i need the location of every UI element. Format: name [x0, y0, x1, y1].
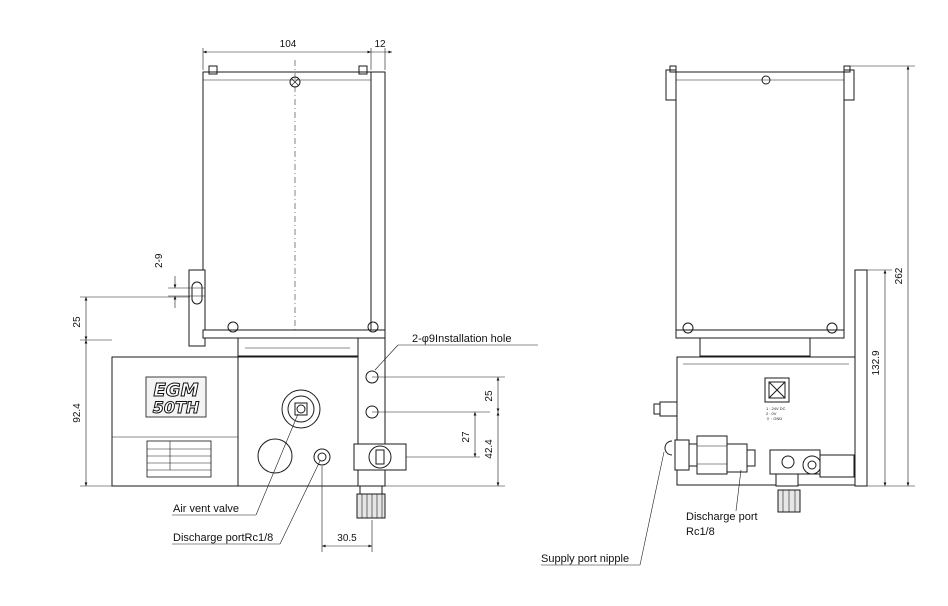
front-top-bolt-right [358, 65, 368, 75]
side-callouts: Discharge port Rc1/8 Supply port nipple [541, 451, 758, 566]
terminal-label-3: ⏚ : GND [766, 415, 782, 421]
dim-104: 104 [280, 39, 297, 50]
side-bracket [854, 269, 868, 487]
dim-25-left: 25 [72, 316, 83, 328]
terminal-label-1: 1 : 24V DC [766, 406, 786, 411]
product-logo: EGM 50TH [145, 376, 207, 418]
front-motor-boss [257, 438, 293, 474]
front-callouts: 2-φ9Installation hole Air vent valve Dis… [172, 333, 538, 545]
front-side-fitting [353, 443, 407, 471]
front-base-bolt-left [227, 321, 239, 333]
callout-supply-port-nipple: Supply port nipple [541, 553, 629, 565]
supply-port-nipple [664, 440, 673, 456]
svg-text:50TH: 50TH [153, 398, 200, 417]
front-bracket-upper [370, 71, 386, 335]
terminal-label-2: 2 : 0V [766, 411, 777, 416]
dim-262: 262 [894, 267, 905, 284]
nameplate [146, 440, 212, 478]
terminal-box: 1 : 24V DC 2 : 0V ⏚ : GND [764, 377, 790, 421]
front-bottom-nut [356, 493, 386, 519]
side-view: 1 : 24V DC 2 : 0V ⏚ : GND [653, 65, 868, 513]
callout-discharge-port-right-2: Rc1/8 [686, 526, 715, 538]
side-dimensions: 262 132.9 [850, 65, 915, 487]
side-reservoir [675, 71, 845, 335]
air-vent-valve [294, 402, 308, 416]
callout-installation-hole: 2-φ9Installation hole [412, 333, 511, 345]
dim-132-9: 132.9 [871, 350, 882, 375]
front-left-tab [188, 269, 206, 347]
callout-discharge-port-left: Discharge portRc1/8 [173, 532, 273, 544]
dim-25-right: 25 [484, 390, 495, 402]
dim-12: 12 [374, 39, 386, 50]
side-cap-screw [761, 75, 771, 85]
callout-air-vent-valve: Air vent valve [173, 503, 239, 515]
callout-discharge-port-right-1: Discharge port [686, 511, 758, 523]
air-vent-valve-boss [281, 389, 321, 429]
dim-30-5: 30.5 [337, 533, 357, 544]
svg-text:EGM: EGM [154, 380, 199, 401]
front-view: EGM 50TH [111, 60, 407, 519]
side-discharge-fitting [696, 435, 728, 475]
front-discharge-port [313, 448, 331, 466]
dim-2-9: 2-9 [154, 253, 165, 268]
front-top-bolt-left [208, 65, 218, 75]
dim-92-4: 92.4 [72, 403, 83, 423]
front-dimensions: 104 12 2-9 25 92.4 25 27 42.4 30. [72, 39, 505, 552]
front-slot [191, 281, 203, 305]
front-reservoir [202, 71, 372, 335]
dim-27: 27 [461, 431, 472, 443]
front-base-bolt-right [367, 321, 379, 333]
dim-42-4: 42.4 [484, 439, 495, 459]
